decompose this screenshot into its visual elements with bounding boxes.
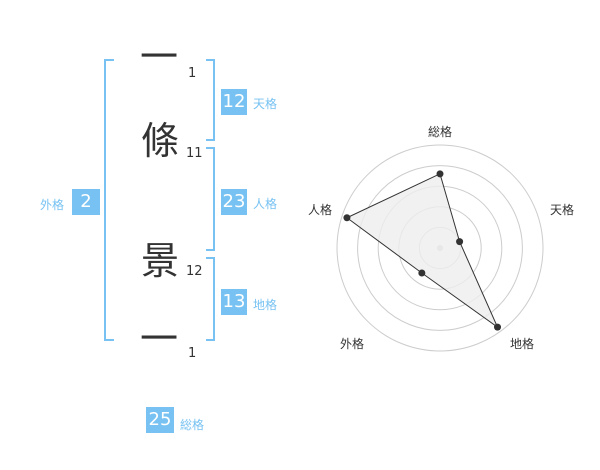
- gaikaku-label: 外格: [40, 198, 65, 212]
- radar-ring: [357, 165, 523, 331]
- jinkaku-label: 人格: [253, 197, 278, 211]
- radar-ring: [336, 144, 544, 352]
- radar-point-0: [436, 170, 444, 178]
- stroke-count-1: 1: [188, 66, 197, 81]
- jinkaku-value: 23: [221, 189, 247, 215]
- soukaku-value: 25: [146, 407, 174, 433]
- radar-point-3: [418, 269, 426, 277]
- gaikaku-bracket: [104, 59, 114, 341]
- jinkaku-bracket: [206, 147, 215, 251]
- radar-series-shape: [345, 173, 499, 329]
- chikaku-bracket: [206, 257, 215, 341]
- soukaku-label: 総格: [180, 418, 205, 432]
- radar-axis-label-tenkaku: 天格: [550, 203, 575, 217]
- radar-point-4: [343, 214, 351, 222]
- chikaku-label: 地格: [253, 298, 278, 312]
- tenkaku-bracket: [206, 59, 215, 141]
- stroke-count-4: 1: [188, 346, 197, 361]
- stroke-count-2: 11: [186, 146, 203, 161]
- radar-axis-label-chikaku: 地格: [510, 337, 535, 351]
- name-char-3: 景: [140, 239, 179, 283]
- tenkaku-value: 12: [221, 89, 247, 115]
- radar-point-2: [494, 323, 502, 331]
- chikaku-value: 13: [221, 289, 247, 315]
- radar-point-1: [456, 238, 464, 246]
- name-char-2: 條: [140, 119, 179, 163]
- gaikaku-value: 2: [72, 189, 100, 215]
- name-char-1: 一: [140, 35, 179, 79]
- radar-axis-label-jinkaku: 人格: [308, 203, 333, 217]
- stroke-count-3: 12: [186, 264, 203, 279]
- name-char-4: 一: [140, 317, 179, 361]
- radar-axis-label-gaikaku: 外格: [340, 337, 365, 351]
- tenkaku-label: 天格: [253, 97, 278, 111]
- radar-axis-label-soukaku: 総格: [428, 125, 453, 139]
